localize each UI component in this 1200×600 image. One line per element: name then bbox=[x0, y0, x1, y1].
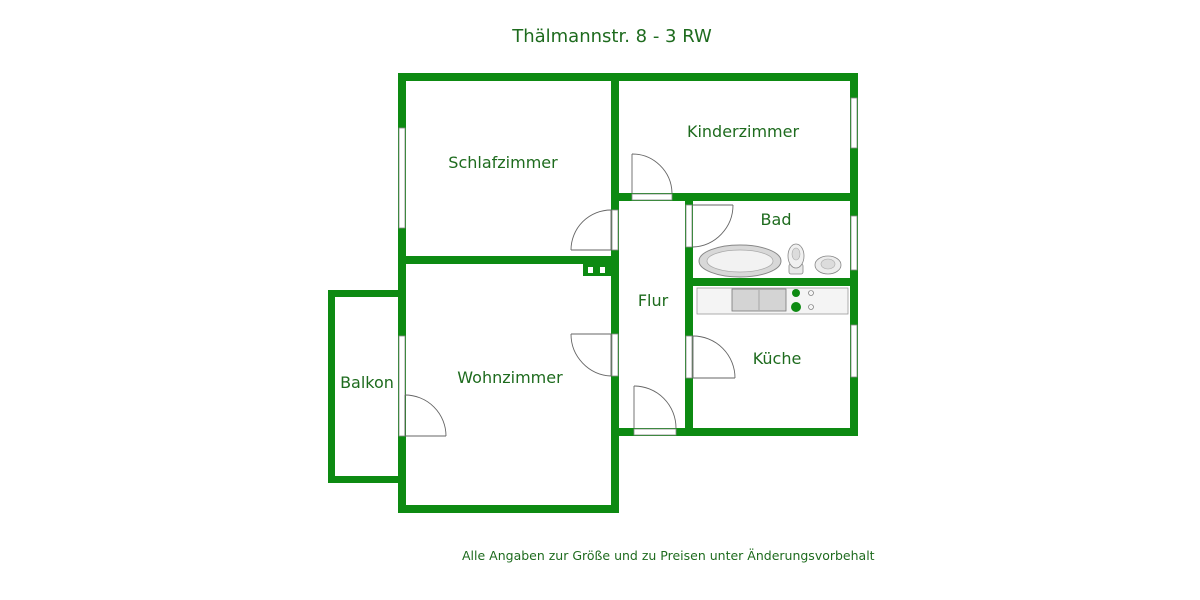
room-label-bad: Bad bbox=[761, 210, 792, 229]
sink-icon bbox=[814, 255, 842, 275]
kitchen-counter bbox=[696, 287, 849, 315]
chimney-holes bbox=[588, 267, 605, 273]
room-label-kinderzimmer: Kinderzimmer bbox=[687, 122, 800, 141]
room-label-wohnzimmer: Wohnzimmer bbox=[457, 368, 563, 387]
doors bbox=[404, 153, 736, 437]
room-label-schlafzimmer: Schlafzimmer bbox=[448, 153, 558, 172]
room-label-flur: Flur bbox=[638, 291, 669, 310]
room-label-balkon: Balkon bbox=[340, 373, 394, 392]
stove-icon bbox=[791, 289, 814, 312]
disclaimer-text: Alle Angaben zur Größe und zu Preisen un… bbox=[462, 548, 875, 563]
bathtub-icon bbox=[698, 244, 782, 278]
room-label-kueche: Küche bbox=[753, 349, 802, 368]
wall-openings bbox=[398, 97, 858, 437]
plan-title: Thälmannstr. 8 - 3 RW bbox=[512, 26, 712, 47]
toilet-icon bbox=[787, 243, 805, 275]
